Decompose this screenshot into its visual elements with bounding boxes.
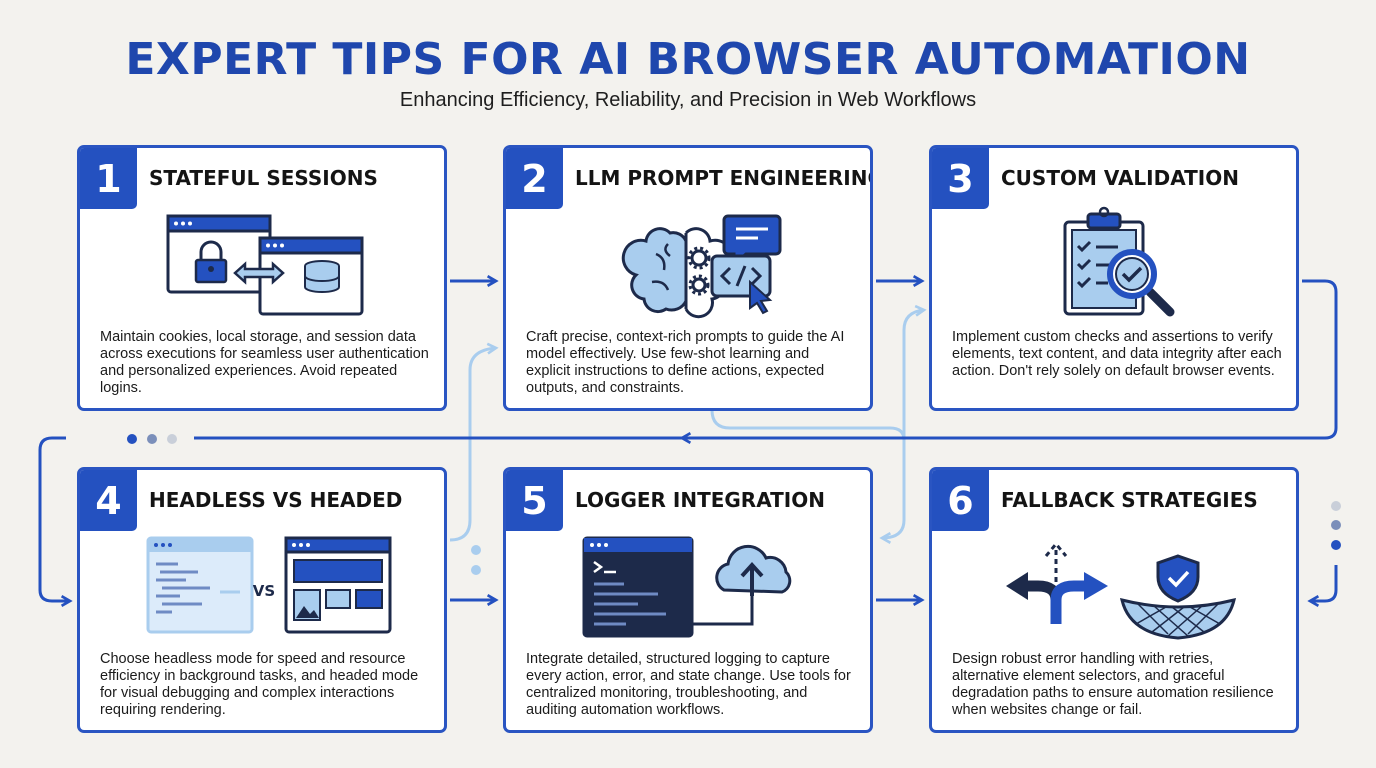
card-title: FALLBACK STRATEGIES [1001,488,1258,512]
card-title: LLM PROMPT ENGINEERING [575,166,873,190]
clipboard-checklist-magnifier-icon [1063,206,1175,317]
tip-card-logger-integration: 5 LOGGER INTEGRATION Integrate detailed,… [503,467,873,733]
step-number-badge: 3 [932,148,989,209]
step-number-badge: 4 [80,470,137,531]
connector-4-to-2 [449,348,496,542]
card-description: Integrate detailed, structured logging t… [526,651,851,718]
tip-card-stateful-sessions: 1 STATEFUL SESSIONS Maintain cookies, lo… [77,145,447,411]
decorative-dots [127,434,1341,575]
return-row-1 [682,279,1338,438]
branching-arrows-safety-net-icon [1006,541,1237,640]
step-number-badge: 5 [506,470,563,531]
browser-lock-sync-database-icon [166,214,364,316]
card-title: LOGGER INTEGRATION [575,488,825,512]
card-title: HEADLESS VS HEADED [149,488,403,512]
step-number-badge: 2 [506,148,563,209]
card-description: Design robust error handling with retrie… [952,651,1274,718]
connector-2-to-5 [710,409,906,538]
step-number-badge: 6 [932,470,989,531]
card-title: CUSTOM VALIDATION [1001,166,1239,190]
step-number-badge: 1 [80,148,137,209]
tip-card-llm-prompt-engineering: 2 LLM PROMPT ENGINEERING Craft precise, … [503,145,873,411]
tip-card-custom-validation: 3 CUSTOM VALIDATION Implement custom che… [929,145,1299,411]
vs-label: VS [253,582,275,600]
card-description: Craft precise, context-rich prompts to g… [526,329,845,396]
headless-vs-headed-browser-icon: VS [146,536,392,634]
page-subtitle: Enhancing Efficiency, Reliability, and P… [399,89,977,111]
brain-gears-chat-code-icon [621,214,782,319]
card-title: STATEFUL SESSIONS [149,166,378,190]
page-title: EXPERT TIPS FOR AI BROWSER AUTOMATION [125,34,1251,85]
arrow-into-6 [1310,565,1338,601]
connector-5-to-3 [902,310,924,440]
card-description: Choose headless mode for speed and resou… [100,651,419,718]
tip-card-headless-vs-headed: 4 HEADLESS VS HEADED VS Choose headless … [77,467,447,733]
return-to-4 [38,436,70,601]
card-description: Maintain cookies, local storage, and ses… [100,329,429,396]
terminal-cloud-upload-icon [582,536,792,638]
tip-card-fallback-strategies: 6 FALLBACK STRATEGIES Design robust erro… [929,467,1299,733]
card-description: Implement custom checks and assertions t… [952,329,1282,379]
